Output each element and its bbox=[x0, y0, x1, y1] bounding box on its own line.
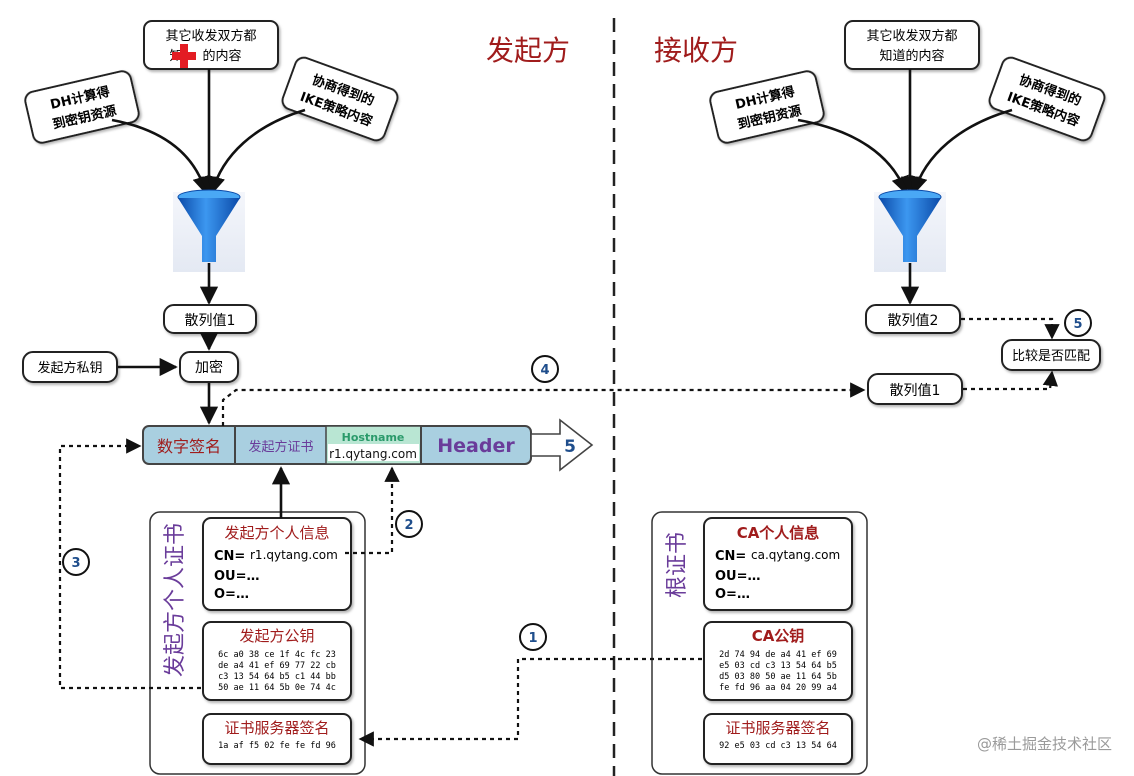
encrypt-label: 加密 bbox=[195, 359, 223, 376]
packet-send-arrow bbox=[530, 418, 594, 472]
responder-arrow-dh bbox=[797, 118, 909, 195]
initiator-pubkey-title: 发起方公钥 bbox=[239, 627, 314, 645]
initiator-sig-title: 证书服务器签名 bbox=[224, 719, 329, 737]
arrow-ike-to-funnel bbox=[207, 108, 306, 195]
responder-hash2-box: 散列值2 bbox=[865, 304, 961, 334]
initiator-pubkey-line: 6c a0 38 ce 1f 4c fc 23 bbox=[218, 650, 336, 660]
initiator-ou: OU=… bbox=[214, 569, 260, 584]
cert-field: 发起方证书 bbox=[248, 439, 313, 455]
step-badge-label: 5 bbox=[1073, 317, 1082, 332]
root-pubkey-line: fe fd 96 aa 04 20 99 a4 bbox=[719, 683, 837, 693]
initiator-cert-title: 发起方个人证书 bbox=[163, 523, 188, 677]
arrow-hash1-to-compare bbox=[963, 370, 1059, 391]
step-badge-5: 5 bbox=[1064, 309, 1092, 337]
encrypt-box: 加密 bbox=[179, 351, 239, 383]
root-sig-title: 证书服务器签名 bbox=[725, 719, 830, 737]
compare-label: 比较是否匹配 bbox=[1012, 349, 1090, 364]
step-badge-label: 1 bbox=[528, 631, 537, 646]
initiator-cn-value: r1.qytang.com bbox=[250, 548, 338, 562]
initiator-cn-label: CN= bbox=[214, 549, 245, 564]
step-badge-label: 2 bbox=[404, 518, 413, 533]
initiator-shared-input: 其它收发双方都 的内容 知 bbox=[143, 20, 279, 70]
private-key-box: 发起方私钥 bbox=[22, 351, 118, 383]
packet-step-label: 5 bbox=[564, 437, 576, 457]
responder-arrow-ike bbox=[909, 108, 1013, 195]
step-badge-2: 2 bbox=[395, 510, 423, 538]
initiator-hash-box: 散列值1 bbox=[163, 304, 257, 334]
initiator-pubkey-line: de a4 41 ef 69 77 22 cb bbox=[218, 661, 336, 671]
red-cross-icon bbox=[172, 44, 196, 68]
initiator-info-title: 发起方个人信息 bbox=[224, 524, 329, 542]
responder-funnel-icon bbox=[874, 189, 946, 272]
flow-step1-arrow bbox=[358, 657, 702, 747]
root-info-title: CA个人信息 bbox=[737, 524, 820, 542]
initiator-funnel-icon bbox=[173, 189, 245, 272]
step-badge-1: 1 bbox=[519, 623, 547, 651]
arrow-hash2-to-compare bbox=[961, 317, 1060, 340]
step-badge-4: 4 bbox=[531, 355, 559, 383]
private-key-label: 发起方私钥 bbox=[37, 360, 102, 376]
responder-shared-input: 其它收发双方都 知道的内容 bbox=[844, 20, 980, 70]
root-o: O=… bbox=[715, 587, 750, 602]
initiator-pubkey-line: 50 ae 11 64 5b 0e 74 4c bbox=[218, 683, 336, 693]
ike-packet-bar: 数字签名 发起方证书 Hostname r1.qytang.com Header… bbox=[142, 418, 594, 472]
header-field: Header bbox=[437, 435, 515, 457]
root-pubkey-line: d5 03 80 50 ae 11 64 5b bbox=[719, 672, 837, 682]
initiator-hash-label: 散列值1 bbox=[185, 313, 236, 329]
shared-line1: 其它收发双方都 bbox=[165, 28, 256, 44]
arrow-dh-to-funnel bbox=[111, 118, 211, 195]
responder-shared-line1: 其它收发双方都 bbox=[866, 28, 957, 44]
root-cn-label: CN= bbox=[715, 549, 746, 564]
root-pubkey-title: CA公钥 bbox=[752, 627, 805, 645]
signature-field: 数字签名 bbox=[157, 437, 221, 456]
root-pubkey-line: e5 03 cd c3 13 54 64 b5 bbox=[719, 661, 837, 671]
initiator-header: 发起方 bbox=[486, 34, 570, 67]
step-badge-label: 3 bbox=[71, 556, 80, 571]
responder-hash2-label: 散列值2 bbox=[888, 313, 939, 329]
hostname-value: r1.qytang.com bbox=[329, 447, 417, 461]
root-pubkey-line: 2d 74 94 de a4 41 ef 69 bbox=[719, 650, 837, 660]
initiator-dh-input: DH计算得 到密钥资源 bbox=[24, 70, 140, 144]
root-cert-panel: 根证书 CA个人信息 CN= ca.qytang.com OU=… O=… CA… bbox=[651, 511, 868, 775]
responder-ike-input: 协商得到的 IKE策略内容 bbox=[988, 56, 1106, 142]
responder-shared-line2: 知道的内容 bbox=[879, 48, 944, 64]
step-badge-label: 4 bbox=[540, 363, 549, 378]
flow-step4-arrow bbox=[221, 382, 866, 426]
root-cert-title: 根证书 bbox=[665, 532, 690, 598]
responder-dh-input: DH计算得 到密钥资源 bbox=[709, 70, 825, 144]
initiator-ike-input: 协商得到的 IKE策略内容 bbox=[281, 56, 399, 142]
initiator-sig-line: 1a af f5 02 fe fe fd 96 bbox=[218, 741, 336, 751]
initiator-o: O=… bbox=[214, 587, 249, 602]
initiator-cert-panel: 发起方个人证书 发起方个人信息 CN= r1.qytang.com OU=… O… bbox=[149, 511, 366, 775]
root-ou: OU=… bbox=[715, 569, 761, 584]
hostname-label: Hostname bbox=[342, 431, 405, 444]
shared-line2: 的内容 bbox=[202, 48, 241, 64]
root-sig-line: 92 e5 03 cd c3 13 54 64 bbox=[719, 741, 837, 751]
responder-hash1-box: 散列值1 bbox=[867, 373, 963, 405]
responder-header: 接收方 bbox=[654, 34, 738, 67]
step-badge-3: 3 bbox=[62, 548, 90, 576]
root-cn-value: ca.qytang.com bbox=[751, 548, 840, 562]
responder-hash1-label: 散列值1 bbox=[890, 383, 941, 399]
initiator-pubkey-line: c3 13 54 64 b5 c1 44 bb bbox=[218, 672, 336, 682]
compare-box: 比较是否匹配 bbox=[1001, 339, 1101, 371]
watermark: @稀土掘金技术社区 bbox=[977, 735, 1112, 753]
